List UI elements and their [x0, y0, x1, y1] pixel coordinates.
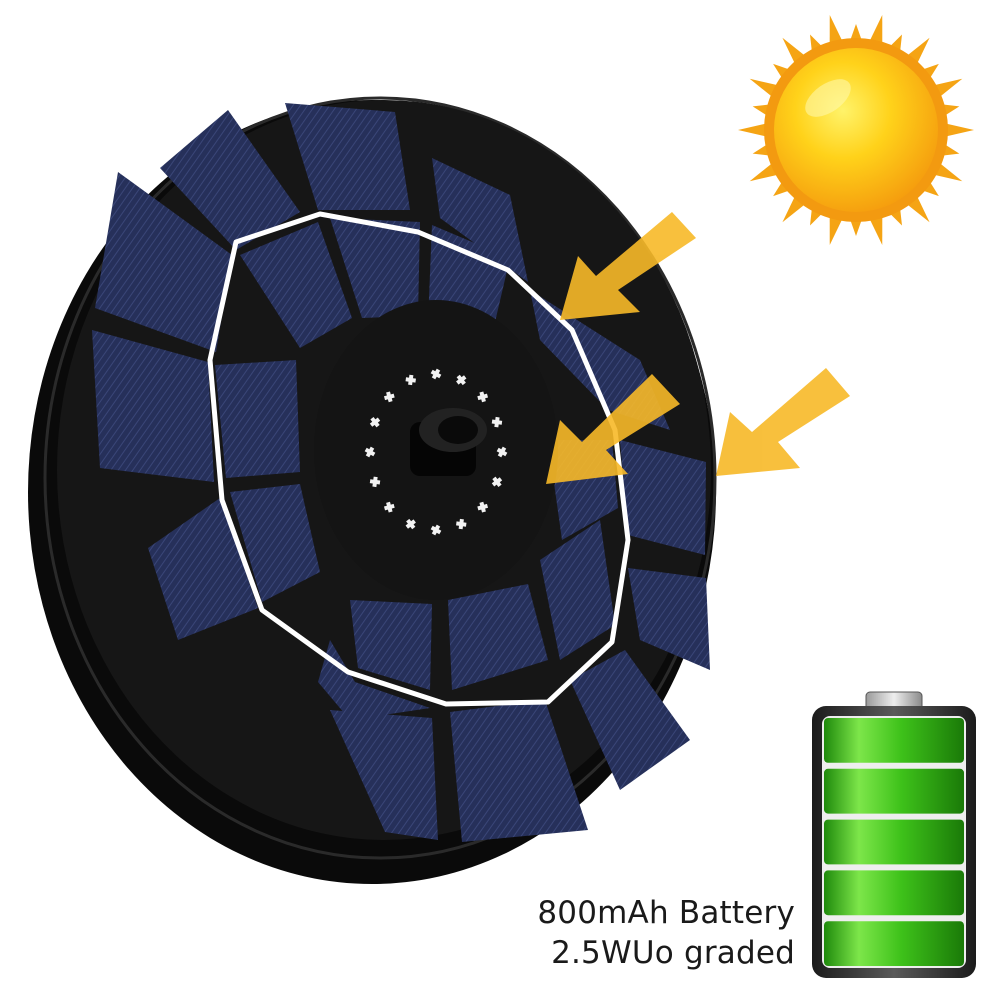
battery-segment — [824, 718, 964, 763]
sun-ray — [939, 122, 974, 138]
divider-ring — [207, 211, 631, 707]
solar-cell — [620, 440, 706, 555]
solar-cell — [448, 584, 548, 690]
led-light — [383, 391, 395, 403]
led-light — [430, 368, 442, 380]
battery-segment — [824, 870, 964, 916]
led-light — [456, 518, 467, 530]
solar-panel — [28, 96, 717, 884]
led-light — [364, 446, 376, 458]
solar-cell — [160, 110, 300, 250]
led-light — [405, 374, 416, 386]
solar-cell — [230, 484, 320, 602]
solar-cell — [540, 520, 615, 660]
led-light — [430, 524, 442, 536]
led-light — [383, 501, 395, 513]
sun-ray — [738, 122, 773, 138]
sunlight-arrows — [546, 212, 850, 484]
panel-edge-highlight — [43, 96, 717, 860]
led-light — [491, 416, 503, 428]
solar-power-label: 2.5WUo graded — [551, 935, 795, 971]
solar-cell — [148, 498, 258, 640]
led-light — [491, 476, 503, 488]
battery-segment — [824, 819, 964, 865]
fountain-nozzle-icon — [410, 408, 487, 476]
led-light — [369, 476, 381, 488]
battery-segment — [824, 921, 964, 966]
solar-cell — [570, 650, 690, 790]
solar-cell — [318, 640, 430, 720]
solar-cell — [350, 600, 432, 690]
sunlight-arrow-icon — [560, 212, 696, 320]
led-light — [477, 501, 489, 513]
solar-cell — [215, 360, 300, 478]
solar-cell — [432, 158, 528, 282]
solar-cell — [92, 330, 214, 482]
solar-cell — [285, 103, 410, 210]
battery-full-icon — [812, 691, 976, 978]
sun-icon — [738, 14, 974, 246]
battery-segment — [824, 768, 964, 814]
battery-capacity-label: 800mAh Battery — [537, 895, 795, 931]
led-light — [456, 374, 467, 386]
led-light — [369, 416, 381, 428]
battery-segments — [824, 718, 964, 966]
solar-cell — [330, 218, 420, 318]
sunlight-arrow-icon — [716, 368, 850, 476]
solar-cell — [628, 568, 710, 670]
led-light — [405, 518, 416, 530]
solar-cell — [95, 172, 232, 352]
outer-solar-cells — [92, 103, 710, 842]
solar-cell — [240, 222, 352, 348]
sunlight-arrow-icon — [546, 374, 680, 484]
led-light — [477, 391, 489, 403]
solar-cell — [330, 710, 438, 840]
solar-cell — [450, 700, 588, 842]
led-light — [496, 446, 508, 458]
led-ring — [364, 368, 508, 536]
